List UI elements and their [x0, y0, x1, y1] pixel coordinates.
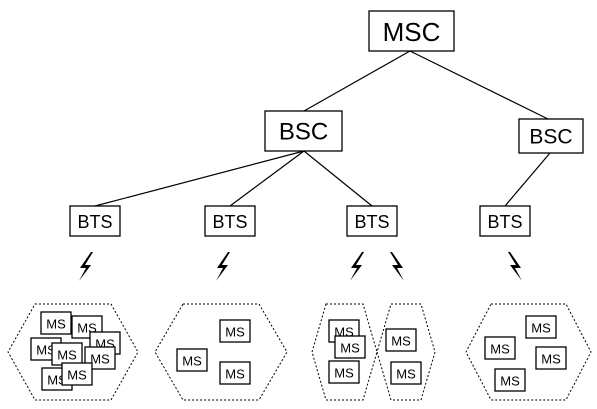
ms-label: MS: [46, 317, 66, 332]
ms-label: MS: [36, 343, 56, 358]
radio-links: [79, 252, 522, 281]
bts-node-2: BTS: [204, 205, 256, 237]
bsc-label: BSC: [529, 126, 572, 149]
link-bsc1-bts-3: [303, 150, 373, 207]
mobile-station: MS: [71, 315, 103, 339]
radio-link-icon: [508, 252, 522, 281]
mobile-station: MS: [334, 335, 366, 359]
bsc-node-2: BSC: [518, 118, 584, 154]
mobile-station: MS: [390, 361, 422, 385]
ms-label: MS: [182, 354, 202, 369]
radio-link-icon: [350, 252, 364, 281]
cell-hexagon: [7, 303, 139, 401]
cell-1-mobile-stations: MS MS MS MS MS MS MS MS: [30, 311, 121, 391]
mobile-station: MS: [494, 368, 526, 392]
ms-label: MS: [541, 352, 561, 367]
cell-hexagon: [376, 303, 436, 401]
bts-node-3: BTS: [346, 205, 398, 237]
mobile-station: MS: [484, 336, 516, 360]
ms-label: MS: [225, 325, 245, 340]
bts-label: BTS: [77, 212, 112, 232]
mobile-station: MS: [51, 342, 83, 366]
ms-label: MS: [334, 366, 354, 381]
msc-node: MSC: [368, 10, 455, 52]
radio-link-icon: [79, 252, 93, 281]
bts-node-1: BTS: [69, 205, 121, 237]
ms-label: MS: [490, 342, 510, 357]
link-msc-bsc-2: [409, 50, 549, 120]
mobile-station: MS: [40, 311, 72, 335]
radio-link-icon: [390, 252, 404, 281]
mobile-station: MS: [176, 348, 208, 372]
mobile-station: MS: [525, 315, 557, 339]
ms-label: MS: [396, 367, 416, 382]
bts-label: BTS: [354, 212, 389, 232]
link-bsc1-bts-1: [94, 150, 305, 207]
connections: [94, 50, 551, 207]
cell-2-mobile-stations: MS MS MS: [176, 319, 251, 385]
bsc-label: BSC: [279, 119, 328, 146]
cell-4-mobile-stations: MS MS: [385, 328, 422, 385]
cell-3-mobile-stations: MS MS MS: [328, 319, 366, 384]
ms-label: MS: [531, 321, 551, 336]
mobile-station: MS: [61, 362, 93, 386]
mobile-station: MS: [219, 361, 251, 385]
cell-hexagon: [154, 303, 288, 401]
bsc-node-1: BSC: [264, 110, 343, 152]
bts-node-4: BTS: [479, 205, 531, 237]
ms-label: MS: [391, 334, 411, 349]
link-bsc2-bts-4: [504, 152, 551, 207]
cells: [7, 303, 592, 401]
bts-label: BTS: [487, 212, 522, 232]
bts-label: BTS: [212, 212, 247, 232]
cell-hexagon: [465, 303, 592, 401]
ms-label: MS: [90, 352, 110, 367]
ms-label: MS: [500, 374, 520, 389]
msc-label: MSC: [383, 17, 441, 47]
ms-label: MS: [67, 368, 87, 383]
ms-label: MS: [225, 367, 245, 382]
ms-label: MS: [340, 341, 360, 356]
link-msc-bsc-1: [303, 50, 411, 112]
mobile-station: MS: [385, 328, 417, 352]
radio-link-icon: [216, 252, 230, 281]
cell-5-mobile-stations: MS MS MS MS: [484, 315, 567, 392]
mobile-station: MS: [328, 360, 360, 384]
ms-label: MS: [57, 348, 77, 363]
link-bsc1-bts-2: [229, 150, 305, 207]
cell-hexagon: [311, 303, 378, 401]
mobile-station: MS: [219, 319, 251, 343]
mobile-station: MS: [535, 346, 567, 370]
